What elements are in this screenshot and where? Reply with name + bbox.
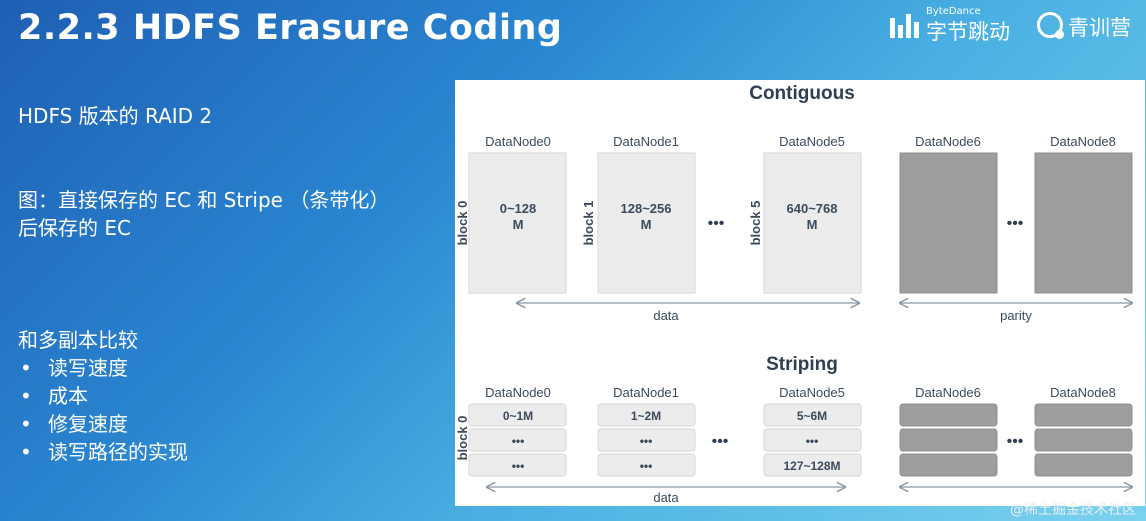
s-block-label: block 0: [455, 416, 470, 461]
c-range-5b: M: [807, 217, 818, 232]
s-parity-cell: [899, 453, 998, 477]
s-cell-text: •••: [512, 434, 525, 448]
page-title: 2.2.3 HDFS Erasure Coding: [18, 8, 563, 48]
s-cell: [763, 453, 862, 477]
compare-list: 读写速度 成本 修复速度 读写路径的实现: [18, 354, 188, 466]
c-range-0b: M: [513, 217, 524, 232]
s-data-label: data: [653, 490, 679, 505]
s-node-name-6: DataNode6: [915, 385, 981, 400]
s-cell: [468, 453, 567, 477]
c-node-name-5: DataNode5: [779, 134, 845, 149]
c-range-1b: M: [641, 217, 652, 232]
c-parity-label: parity: [1000, 308, 1032, 323]
s-node-name-0: DataNode0: [485, 385, 551, 400]
c-data-block-5: [763, 152, 862, 294]
c-node-name-0: DataNode0: [485, 134, 551, 149]
c-data-block-1: [597, 152, 696, 294]
c-range-0a: 0~128: [500, 201, 537, 216]
s-node-name-8: DataNode8: [1050, 385, 1116, 400]
s-ellipsis-parity: •••: [1007, 433, 1024, 450]
bytedance-cn-label: 字节跳动: [926, 20, 1010, 44]
list-item: 修复速度: [18, 410, 188, 438]
s-parity-cell: [1034, 403, 1133, 427]
s-cell-text: •••: [640, 459, 653, 473]
c-node-name-1: DataNode1: [613, 134, 679, 149]
c-range-5a: 640~768: [787, 201, 838, 216]
qingxun-logo-icon: [1037, 12, 1064, 39]
s-cell: [468, 403, 567, 427]
contiguous-heading: Contiguous: [749, 83, 855, 104]
s-cell-text: •••: [640, 434, 653, 448]
c-block-label-1: block 1: [581, 201, 596, 246]
s-parity-cell: [1034, 428, 1133, 452]
s-cell: [597, 453, 696, 477]
c-node-name-6: DataNode6: [915, 134, 981, 149]
s-cell: [468, 428, 567, 452]
s-cell: [763, 403, 862, 427]
raid-line: HDFS 版本的 RAID 2: [18, 104, 213, 128]
s-cell-text: 5~6M: [797, 409, 827, 423]
c-parity-block-8: [1034, 152, 1133, 294]
c-range-1a: 128~256: [621, 201, 672, 216]
s-parity-cell: [899, 428, 998, 452]
s-cell-text: 0~1M: [503, 409, 533, 423]
s-cell: [597, 428, 696, 452]
watermark: @稀土掘金技术社区: [1010, 502, 1136, 518]
c-block-label-5: block 5: [748, 201, 763, 246]
s-cell-text: 1~2M: [631, 409, 661, 423]
c-node-name-8: DataNode8: [1050, 134, 1116, 149]
list-item: 读写路径的实现: [18, 438, 188, 466]
s-parity-cell: [1034, 453, 1133, 477]
figure-caption: 图：直接保存的 EC 和 Stripe （条带化）后保存的 EC: [18, 188, 390, 240]
striping-heading: Striping: [766, 354, 838, 375]
s-node-name-5: DataNode5: [779, 385, 845, 400]
bytedance-en-label: ByteDance: [926, 6, 981, 17]
bytedance-logo-icon: [890, 12, 920, 38]
c-ellipsis-data: •••: [708, 215, 725, 232]
list-item: 成本: [18, 382, 188, 410]
compare-heading: 和多副本比较: [18, 328, 138, 352]
ec-diagram: Contiguous DataNode0 DataNode1 DataNode5…: [455, 83, 1145, 505]
c-ellipsis-parity: •••: [1007, 215, 1024, 232]
c-data-block-0: [468, 152, 567, 294]
s-cell-text: 127~128M: [783, 459, 840, 473]
s-cell-text: •••: [512, 459, 525, 473]
s-parity-cell: [899, 403, 998, 427]
s-cell-text: •••: [806, 434, 819, 448]
s-ellipsis-data: •••: [712, 433, 729, 450]
qingxun-label: 青训营: [1068, 16, 1131, 40]
s-node-name-1: DataNode1: [613, 385, 679, 400]
list-item: 读写速度: [18, 354, 188, 382]
c-block-label-0: block 0: [455, 201, 470, 246]
s-cell: [597, 403, 696, 427]
c-parity-block-6: [899, 152, 998, 294]
ec-diagram-panel: Contiguous DataNode0 DataNode1 DataNode5…: [455, 80, 1145, 506]
c-data-label: data: [653, 308, 679, 323]
s-cell: [763, 428, 862, 452]
